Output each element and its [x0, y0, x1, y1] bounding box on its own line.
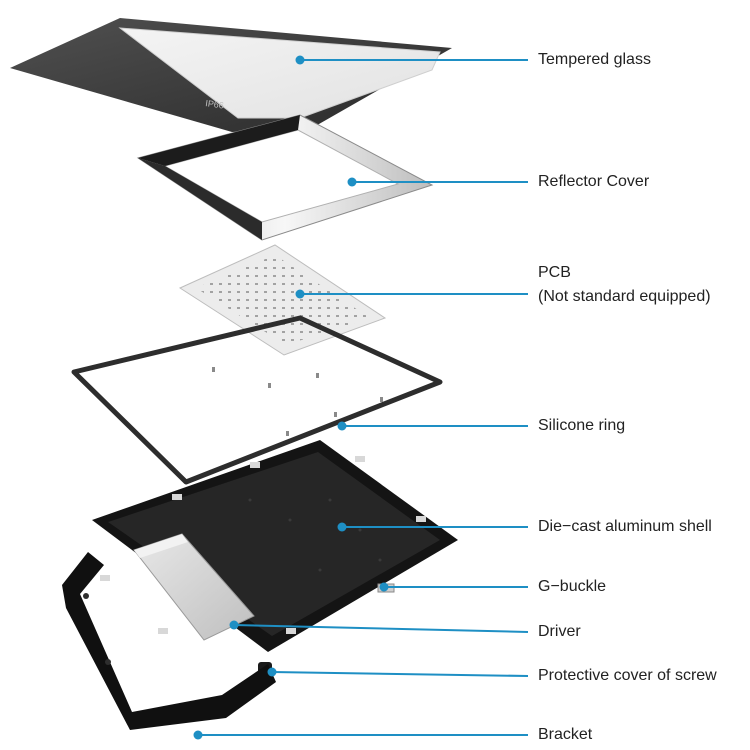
leader-dot-pcb — [295, 289, 305, 299]
label-bracket: Bracket — [538, 725, 592, 745]
leader-lines — [193, 55, 529, 740]
leader-dot-screwcover — [267, 667, 277, 677]
leader-dot-ring — [337, 421, 347, 431]
label-reflector-cover: Reflector Cover — [538, 172, 649, 192]
leader-dot-gbuckle — [379, 582, 389, 592]
tempered-glass-part: IP66 — [10, 18, 452, 132]
label-tempered-glass: Tempered glass — [538, 50, 651, 70]
label-text: Tempered glass — [538, 51, 651, 68]
leader-dot-reflector — [347, 177, 357, 187]
label-g-buckle: G−buckle — [538, 577, 606, 597]
label-text: PCB — [538, 264, 571, 281]
label-text: Silicone ring — [538, 417, 626, 434]
leader-line-driver — [233, 624, 529, 633]
label-driver: Driver — [538, 622, 581, 642]
aluminum-shell-part — [92, 440, 458, 652]
driver-part — [133, 533, 255, 641]
silicone-ring-part — [71, 315, 443, 485]
label-text: Reflector Cover — [538, 173, 650, 190]
label-text: Bracket — [538, 726, 593, 743]
reflector-cover-part — [136, 114, 434, 241]
label-text: G−buckle — [538, 578, 607, 595]
label-pcb: PCB (Not standard equipped) — [538, 263, 711, 307]
label-silicone-ring: Silicone ring — [538, 416, 625, 436]
leader-dot-glass — [295, 55, 305, 65]
label-aluminum-shell: Die−cast aluminum shell — [538, 517, 712, 537]
bracket-part — [62, 552, 276, 730]
leader-dot-bracket — [193, 730, 203, 740]
leader-line-screwcover — [271, 671, 529, 677]
leader-dot-shell — [337, 522, 347, 532]
leader-dot-driver — [229, 620, 239, 630]
glass-marking: IP66 — [205, 98, 225, 110]
label-text: Protective cover of screw — [538, 667, 717, 684]
label-subtext: (Not standard equipped) — [538, 288, 711, 305]
label-screw-cover: Protective cover of screw — [538, 666, 717, 686]
label-text: Driver — [538, 623, 581, 640]
label-text: Die−cast aluminum shell — [538, 518, 712, 535]
